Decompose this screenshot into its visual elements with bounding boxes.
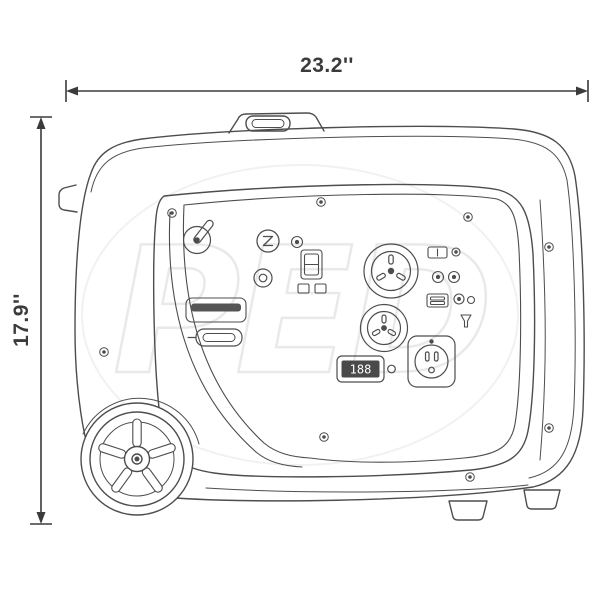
household-outlet [407, 335, 456, 388]
panel-swoosh [168, 211, 303, 468]
aux-switches [297, 283, 327, 294]
toggle-switch [427, 246, 461, 259]
recoil-handle [187, 328, 243, 347]
rocker-switch [300, 249, 323, 280]
twistlock-outlet-upper [363, 243, 419, 299]
usb-port [426, 293, 476, 308]
logo-plate [185, 297, 247, 323]
reset-buttons [431, 270, 461, 284]
generator-drawing: 188 [58, 112, 585, 521]
watermark: PED [81, 164, 519, 466]
wheel-arch [82, 397, 200, 445]
bottom-rim-line [205, 484, 529, 493]
right-molding-line [539, 199, 546, 461]
width-dimension-label: 23.2'' [300, 54, 354, 77]
watermark-text: PED [112, 211, 487, 414]
screw-marks [99, 197, 554, 482]
dimension-annotations [30, 80, 589, 525]
hour-meter-value: 188 [350, 363, 372, 377]
body-outline [58, 125, 585, 502]
wheel [80, 397, 200, 516]
height-dimension-label: 17.9'' [10, 293, 33, 347]
rubber-feet [448, 489, 561, 521]
wheel-spokes [98, 418, 176, 493]
side-bracket [58, 184, 78, 213]
width-dimension-arrow [65, 80, 589, 102]
choke-knob [253, 268, 273, 288]
ignition-switch [182, 219, 214, 255]
fuel-cap [228, 112, 325, 134]
funnel-icon [460, 314, 472, 328]
brand-badge-icon [256, 229, 280, 253]
hour-meter-display: 188 [336, 355, 396, 383]
twistlock-outlet-lower [359, 303, 409, 353]
height-dimension-arrow [30, 116, 52, 525]
side-panel [153, 183, 536, 478]
indicator-light [290, 235, 304, 249]
panel-face [182, 193, 522, 463]
